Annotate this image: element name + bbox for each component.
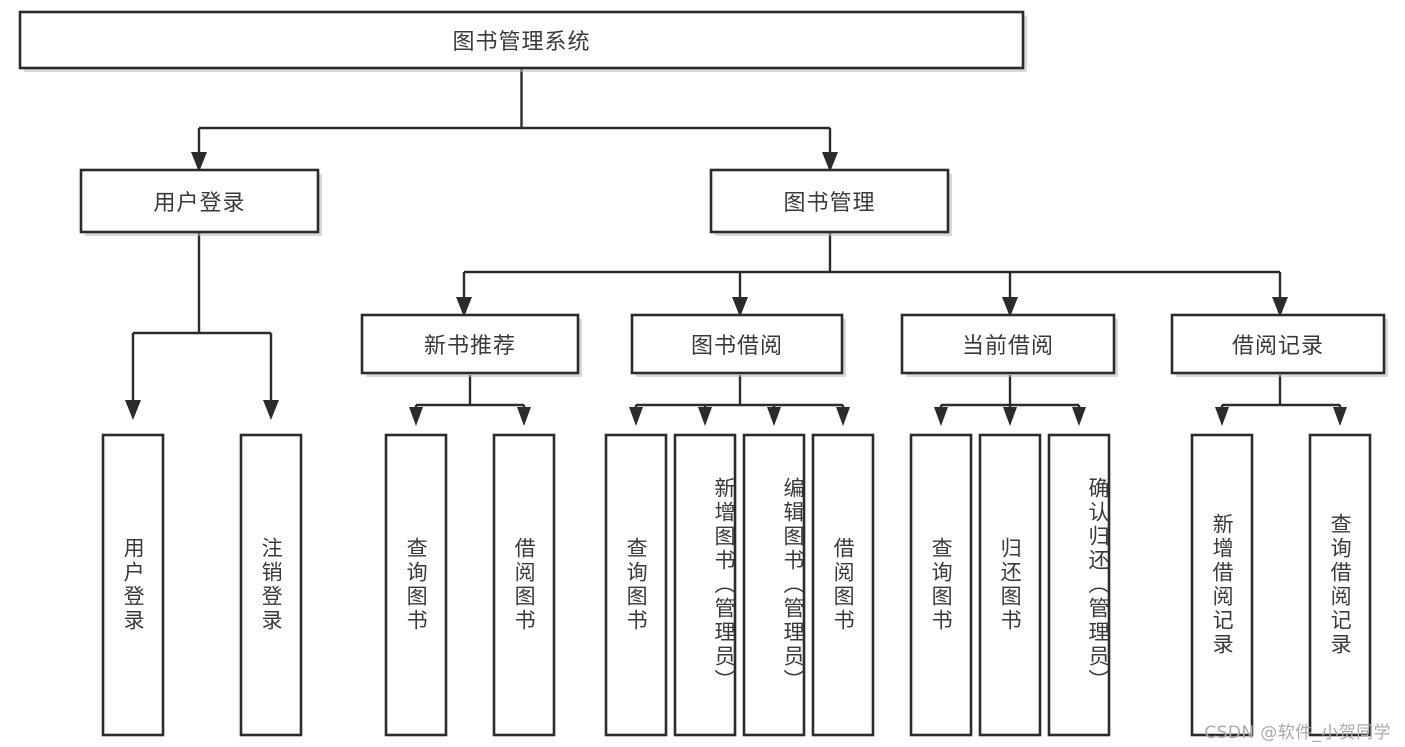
node-leaf-return-book[interactable] [978, 433, 1042, 737]
arrow-current-borrow-leaf-2 [1003, 407, 1017, 426]
arrow-book-borrow-leaf-4 [836, 407, 850, 426]
arrow-to-borrow-record [1272, 297, 1288, 317]
arrow-new-book-leaf-2 [517, 407, 531, 426]
arrow-current-borrow-leaf-1 [934, 407, 948, 426]
arrowhead-layer [125, 152, 1347, 426]
csdn-watermark: CSDN @软件_小贺同学 [1204, 723, 1391, 743]
node-user-login[interactable] [79, 168, 320, 234]
node-leaf-user-login[interactable] [101, 433, 165, 737]
arrow-to-current-borrow [1002, 297, 1018, 317]
arrow-user-login-child-2 [263, 400, 279, 420]
node-leaf-borrow-book-1[interactable] [492, 433, 556, 737]
node-borrow-record[interactable] [1170, 313, 1386, 375]
arrow-book-borrow-leaf-1 [629, 407, 643, 426]
arrow-current-borrow-leaf-3 [1072, 407, 1086, 426]
node-leaf-add-record[interactable] [1190, 433, 1254, 737]
node-book-borrow[interactable] [630, 313, 844, 375]
node-leaf-query-book-3[interactable] [909, 433, 973, 737]
node-leaf-query-book-1[interactable] [384, 433, 448, 737]
arrow-to-book-management [822, 152, 838, 172]
node-leaf-query-book-2[interactable] [604, 433, 668, 737]
node-current-borrow[interactable] [900, 313, 1116, 375]
node-leaf-confirm-return[interactable] [1047, 433, 1111, 737]
node-leaf-user-logout[interactable] [239, 433, 303, 737]
arrow-borrow-record-leaf-2 [1333, 407, 1347, 426]
node-leaf-add-book[interactable] [673, 433, 737, 737]
node-new-book-recommend[interactable] [360, 313, 580, 375]
arrow-to-new-book-recommend [456, 297, 472, 317]
node-leaf-borrow-book-2[interactable] [811, 433, 875, 737]
arrow-to-book-borrow [732, 297, 748, 317]
node-leaf-edit-book[interactable] [742, 433, 806, 737]
arrow-new-book-leaf-1 [409, 407, 423, 426]
arrow-to-user-login [191, 152, 207, 172]
arrow-user-login-child-1 [125, 400, 141, 420]
arrow-book-borrow-leaf-3 [767, 407, 781, 426]
arrow-book-borrow-leaf-2 [698, 407, 712, 426]
node-book-management[interactable] [709, 168, 950, 234]
node-leaf-query-record[interactable] [1308, 433, 1372, 737]
arrow-borrow-record-leaf-1 [1215, 407, 1229, 426]
node-root[interactable] [18, 10, 1025, 70]
node-layer [18, 10, 1388, 737]
